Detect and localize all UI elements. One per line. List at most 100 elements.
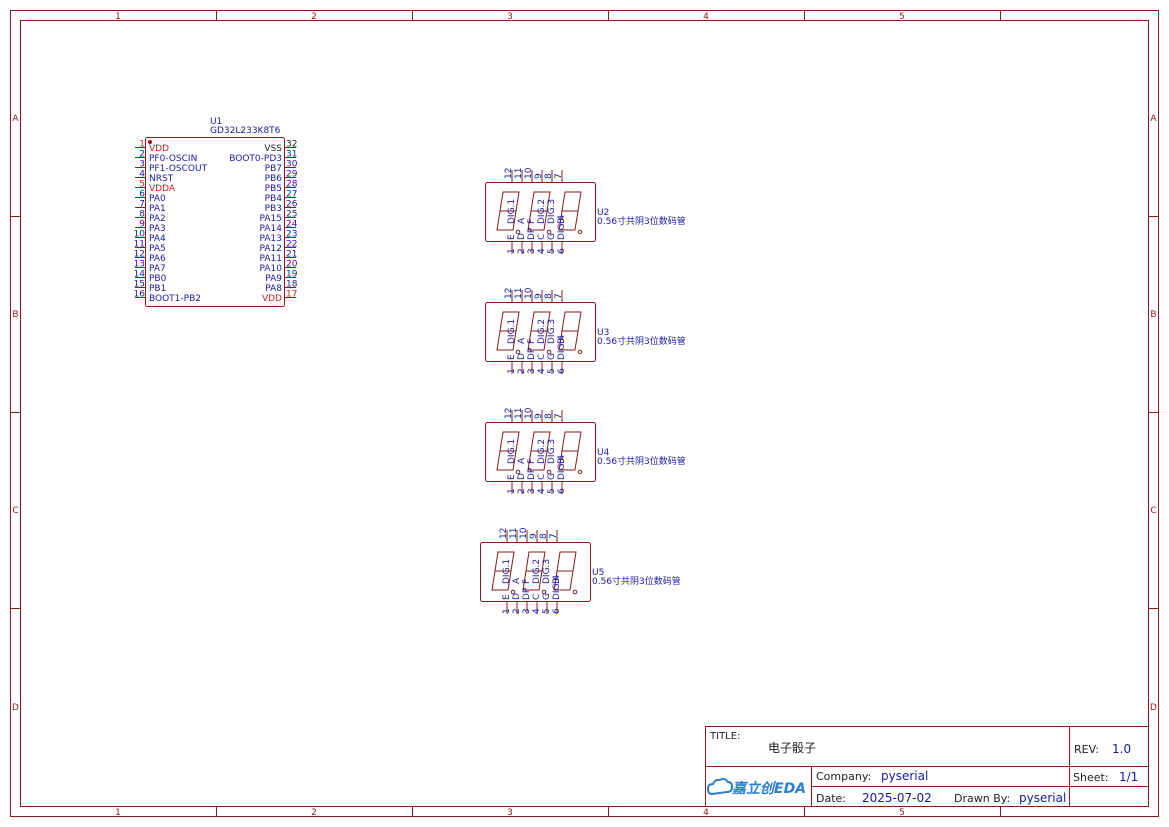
display-pin-number: 8 <box>544 413 554 419</box>
display-pin-name: F <box>527 459 537 464</box>
display-pin-number: 5 <box>542 608 552 614</box>
display-pin-number: 5 <box>547 368 557 374</box>
row-label-right: D <box>1150 703 1157 713</box>
display-pin-name: DIG.3 <box>542 559 552 584</box>
u1-pin-name: PA10 <box>260 264 283 274</box>
row-label-left: A <box>12 114 19 124</box>
display-pin-name: DIG.1 <box>507 439 517 464</box>
seven-segment-displays: 12DIG.11E11A2D10F3DP9DIG.24C8DIG.35G7B6D… <box>480 167 686 614</box>
u1-pin-number: 5 <box>139 180 145 190</box>
decimal-point <box>577 469 583 475</box>
display-pin-name: C <box>537 474 547 480</box>
u1-pin-number: 31 <box>286 150 297 160</box>
decimal-point <box>541 589 547 595</box>
display-pin-name: G <box>547 473 557 480</box>
u1-pin-name: VSS <box>264 144 282 154</box>
display-u5[interactable]: 12DIG.11E11A2D10F3DP9DIG.24C8DIG.35G7B6D… <box>480 527 681 614</box>
display-pin-number: 4 <box>532 608 542 614</box>
digit-outline <box>527 311 551 351</box>
u1-pin-number: 25 <box>286 210 297 220</box>
display-pin-name: DP <box>522 587 532 600</box>
decimal-point <box>515 229 521 235</box>
display-pin-name: DIG.3 <box>547 319 557 344</box>
decimal-point <box>577 229 583 235</box>
u1-pin-name: PB6 <box>265 174 283 184</box>
display-u3[interactable]: 12DIG.11E11A2D10F3DP9DIG.24C8DIG.35G7B6D… <box>485 287 686 374</box>
display-part: 0.56寸共阴3位数码管 <box>597 455 686 467</box>
display-pin-name: B <box>557 458 567 464</box>
display-u2[interactable]: 12DIG.11E11A2D10F3DP9DIG.24C8DIG.35G7B6D… <box>485 167 686 254</box>
u1-body <box>145 137 285 307</box>
display-pin-name: DIG.2 <box>537 199 547 224</box>
u1-pin-name: PA14 <box>260 224 283 234</box>
column-label-top: 5 <box>899 12 905 22</box>
display-pin-number: 7 <box>554 413 564 419</box>
digit-outline <box>553 551 577 591</box>
digit-outline <box>527 431 551 471</box>
column-label-top: 4 <box>703 12 709 22</box>
drawn-by-label: Drawn By: <box>954 792 1010 805</box>
display-pin-name: G <box>547 233 557 240</box>
digit-outline <box>558 191 582 231</box>
decimal-point <box>515 469 521 475</box>
u1-pin-number: 27 <box>286 190 297 200</box>
display-pin-number: 2 <box>517 248 527 254</box>
digit-outline <box>527 191 551 231</box>
u1-pin-number: 14 <box>134 270 146 280</box>
date-value: 2025-07-02 <box>862 791 932 805</box>
cloud-icon <box>706 777 734 796</box>
display-pin-number: 3 <box>527 488 537 494</box>
display-pin-number: 9 <box>534 413 544 419</box>
display-pin-name: DIG.1 <box>502 559 512 584</box>
u1-pin-number: 9 <box>139 220 145 230</box>
display-pin-number: 1 <box>502 608 512 614</box>
u1-pin-number: 7 <box>139 200 145 210</box>
display-pin-number: 7 <box>554 293 564 299</box>
display-pin-name: C <box>537 354 547 360</box>
display-pin-number: 12 <box>504 408 514 419</box>
row-label-right: B <box>1150 310 1156 320</box>
u1-pin-number: 4 <box>139 170 145 180</box>
digit-outline <box>491 551 515 591</box>
display-pin-name: DP <box>527 227 537 240</box>
decimal-point <box>546 349 552 355</box>
logo-text: 嘉立创EDA <box>731 780 806 797</box>
digit-outline <box>558 311 582 351</box>
display-pin-number: 8 <box>544 173 554 179</box>
display-pin-number: 5 <box>547 488 557 494</box>
display-pin-name: DIG.1 <box>507 199 517 224</box>
display-pin-number: 6 <box>552 608 562 614</box>
title-block: TITLE: 电子骰子 REV: 1.0 Company: pyserial S… <box>705 726 1149 807</box>
u1-pin-number: 28 <box>286 180 298 190</box>
u1-pin-name: NRST <box>149 174 174 184</box>
display-part: 0.56寸共阴3位数码管 <box>592 575 681 587</box>
display-pin-number: 6 <box>557 488 567 494</box>
u1-pin-name: PA3 <box>149 224 166 234</box>
inner-border <box>20 20 1149 807</box>
display-pin-number: 10 <box>524 167 534 179</box>
display-pin-number: 11 <box>514 288 524 299</box>
display-u4[interactable]: 12DIG.11E11A2D10F3DP9DIG.24C8DIG.35G7B6D… <box>485 407 686 494</box>
u1-pin-name: PA13 <box>260 234 282 244</box>
display-pin-number: 8 <box>539 533 549 539</box>
u1-pin-number: 21 <box>286 250 297 260</box>
display-pin-name: E <box>502 594 512 600</box>
display-pin-number: 1 <box>507 368 517 374</box>
display-pin-name: D <box>512 593 522 600</box>
display-pin-number: 1 <box>507 248 517 254</box>
digit-outline <box>496 311 520 351</box>
display-pin-name: A <box>517 217 527 224</box>
u1-pin-number: 20 <box>286 260 298 270</box>
display-pin-number: 6 <box>557 368 567 374</box>
display-pin-name: DIG.2 <box>532 559 542 584</box>
display-pin-name: DIG.3 <box>547 199 557 224</box>
sheet-label: Sheet: <box>1073 771 1109 784</box>
u1-pin-name: PB0 <box>149 274 167 284</box>
column-label-top: 1 <box>115 12 121 22</box>
display-pin-number: 7 <box>554 173 564 179</box>
display-designator: U3 <box>597 328 609 338</box>
u1-pin-name: PA11 <box>260 254 282 264</box>
